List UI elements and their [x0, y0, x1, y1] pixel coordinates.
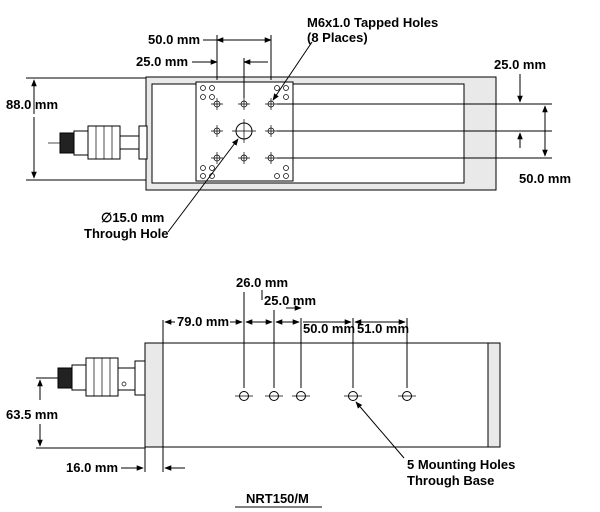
tapped-holes-label: M6x1.0 Tapped Holes [307, 15, 438, 30]
dim-63-5: 63.5 mm [6, 407, 58, 422]
dim-88: 88.0 mm [6, 97, 58, 112]
dim-16: 16.0 mm [66, 460, 118, 475]
through-hole-label: Through Hole [84, 226, 169, 241]
through-hole-diameter: ∅15.0 mm [101, 210, 164, 225]
dim-50-top: 50.0 mm [148, 32, 200, 47]
mounting-holes-label: 5 Mounting Holes [407, 457, 515, 472]
stage-body-side [162, 342, 489, 448]
top-view: 50.0 mm 25.0 mm M6x1.0 Tapped Holes (8 P… [6, 15, 571, 241]
through-base-label: Through Base [407, 473, 494, 488]
left-end-block [144, 342, 164, 448]
tapped-holes-count: (8 Places) [307, 30, 368, 45]
platform-corner-holes [200, 85, 289, 179]
dim-50-side: 50.0 mm [303, 321, 355, 336]
central-through-hole [232, 119, 256, 143]
dim-51: 51.0 mm [357, 321, 409, 336]
micrometer-actuator-side [57, 357, 146, 397]
mounting-holes [235, 391, 416, 401]
side-view: 63.5 mm 16.0 mm 26.0 mm 25.0 mm 79.0 mm … [6, 275, 515, 488]
tapped-holes [211, 98, 277, 164]
dim-50-right: 50.0 mm [519, 171, 571, 186]
drawing-title: NRT150/M [246, 491, 309, 506]
dim-25-right: 25.0 mm [494, 57, 546, 72]
dim-79: 79.0 mm [177, 314, 229, 329]
dim-26: 26.0 mm [236, 275, 288, 290]
right-end-block [487, 342, 501, 448]
dim-25-side: 25.0 mm [264, 293, 316, 308]
micrometer-actuator-top [48, 125, 148, 160]
dim-25-top: 25.0 mm [136, 54, 188, 69]
